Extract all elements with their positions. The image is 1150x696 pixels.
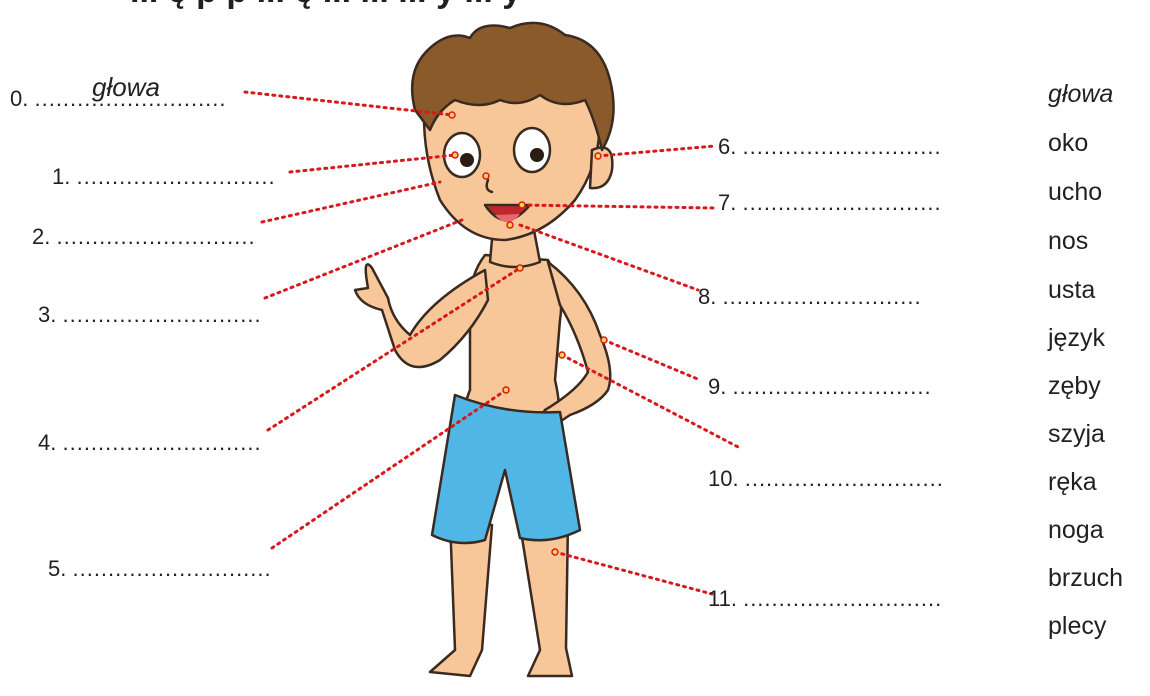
word-bank-item: głowa <box>1048 80 1113 109</box>
label-1: 1. ............................ <box>52 164 276 190</box>
label-number: 10. <box>708 466 739 491</box>
word-bank-item: szyja <box>1048 420 1105 449</box>
answer-blank[interactable]: ............................ <box>742 190 941 215</box>
label-11: 11. ............................ <box>708 586 942 612</box>
answer-blank[interactable]: ............................ <box>62 430 261 455</box>
answer-blank[interactable]: ............................ <box>745 466 944 491</box>
label-number: 11. <box>708 586 737 611</box>
label-3: 3. ............................ <box>38 302 262 328</box>
label-5: 5. ............................ <box>48 556 272 582</box>
answer-blank[interactable]: ............................ <box>742 134 941 159</box>
label-2: 2. ............................ <box>32 224 256 250</box>
word-bank-item: brzuch <box>1048 564 1123 593</box>
label-number: 2. <box>32 224 50 249</box>
answer-blank[interactable]: ............................ <box>72 556 271 581</box>
answer-blank[interactable]: ............................ <box>56 224 255 249</box>
label-6: 6. ............................ <box>718 134 942 160</box>
label-number: 6. <box>718 134 736 159</box>
label-number: 7. <box>718 190 736 215</box>
answer-blank[interactable]: ............................ <box>722 284 921 309</box>
answer-blank[interactable]: ............................ <box>732 374 931 399</box>
word-bank-item: nos <box>1048 227 1088 256</box>
word-bank-item: plecy <box>1048 612 1106 641</box>
label-number: 3. <box>38 302 56 327</box>
label-number: 4. <box>38 430 56 455</box>
word-bank-item: ręka <box>1048 468 1097 497</box>
answer-blank[interactable]: ........................... <box>34 86 226 111</box>
label-number: 1. <box>52 164 70 189</box>
answer-blank[interactable]: ............................ <box>62 302 261 327</box>
label-number: 8. <box>698 284 716 309</box>
answer-blank[interactable]: ............................ <box>76 164 275 189</box>
word-bank-item: język <box>1048 324 1105 353</box>
word-bank-item: zęby <box>1048 372 1101 401</box>
label-8: 8. ............................ <box>698 284 922 310</box>
word-bank-item: usta <box>1048 276 1095 305</box>
word-bank-item: noga <box>1048 516 1104 545</box>
label-10: 10. ............................ <box>708 466 944 492</box>
label-7: 7. ............................ <box>718 190 942 216</box>
label-number: 9. <box>708 374 726 399</box>
label-number: 0. <box>10 86 28 111</box>
label-number: 5. <box>48 556 66 581</box>
label-0: 0. ........................... <box>10 86 227 112</box>
label-9: 9. ............................ <box>708 374 932 400</box>
word-bank-item: oko <box>1048 129 1088 158</box>
answer-blank[interactable]: ............................ <box>743 586 942 611</box>
label-4: 4. ............................ <box>38 430 262 456</box>
word-bank-item: ucho <box>1048 178 1102 207</box>
